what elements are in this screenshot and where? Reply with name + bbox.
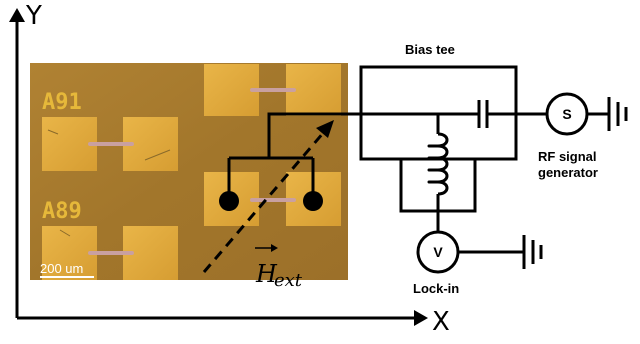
scratch-mark bbox=[144, 149, 171, 161]
signal-line bbox=[267, 112, 479, 118]
field-symbol: H bbox=[255, 260, 278, 288]
ground-icon bbox=[522, 235, 543, 269]
probe-leads bbox=[227, 118, 315, 200]
scratch-mark bbox=[47, 129, 59, 135]
contact-pad bbox=[204, 64, 259, 116]
x-axis-label: X bbox=[432, 307, 450, 337]
field-subscript: ext bbox=[274, 270, 303, 291]
device-strip bbox=[250, 88, 296, 92]
lock-in-label: Lock-in bbox=[413, 281, 459, 296]
bias-tee-label: Bias tee bbox=[405, 42, 455, 57]
contact-pad bbox=[42, 226, 97, 280]
vector-arrow-head bbox=[271, 244, 278, 252]
probe-wiring bbox=[219, 118, 323, 211]
rf-generator-label-line2: generator bbox=[538, 165, 598, 180]
chip-label-a89: A89 bbox=[42, 199, 82, 224]
device-strip bbox=[88, 251, 134, 255]
inductor-coil bbox=[427, 132, 449, 196]
contact-pad bbox=[42, 117, 97, 171]
rf-source-letter: S bbox=[562, 106, 571, 122]
field-direction-line bbox=[202, 131, 326, 273]
bias-tee-circuit: Bias tee V Lock-in S RF bbox=[267, 42, 628, 296]
device-strip bbox=[250, 198, 296, 202]
probe-contact-right bbox=[303, 191, 323, 211]
x-axis-arrowhead bbox=[414, 310, 428, 326]
ground-icon bbox=[607, 97, 628, 131]
field-arrowhead bbox=[316, 120, 334, 138]
y-axis-arrowhead bbox=[9, 8, 25, 22]
coordinate-axes: Y X bbox=[9, 1, 450, 337]
chip-micrograph: A91 A89 200 um bbox=[30, 63, 348, 280]
chip-label-a91: A91 bbox=[42, 90, 82, 115]
voltmeter-letter: V bbox=[433, 244, 443, 260]
external-field: H ext bbox=[202, 120, 334, 291]
scratch-mark bbox=[59, 229, 71, 237]
probe-contact-left bbox=[219, 191, 239, 211]
y-axis-label: Y bbox=[25, 1, 42, 31]
scale-bar-label: 200 um bbox=[40, 261, 83, 276]
rf-generator-label-line1: RF signal bbox=[538, 149, 597, 164]
device-strip bbox=[88, 142, 134, 146]
